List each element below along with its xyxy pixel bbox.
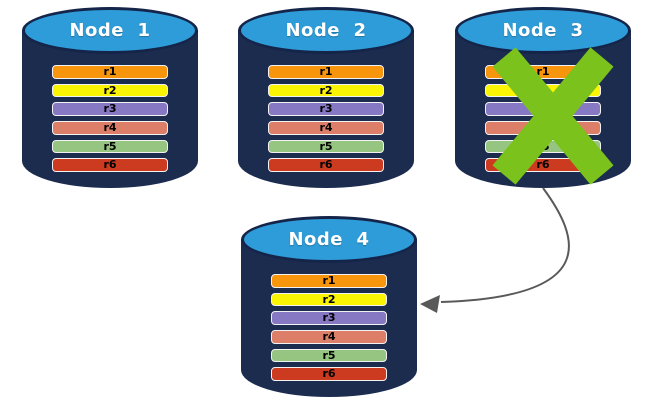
node-4-row-r5: r5 xyxy=(271,348,387,363)
node-4-row-r3: r3 xyxy=(271,311,387,325)
node-2-replica-rows: r1 r2 r3 r4 r5 r6 xyxy=(268,65,384,177)
node-4-title: Node 4 xyxy=(288,229,370,250)
node-1-row-r1: r1 xyxy=(52,65,168,79)
node-4-row-r1: r1 xyxy=(271,274,387,288)
node-1-row-r5: r5 xyxy=(52,139,168,154)
node-3-cylinder-top: Node 3 xyxy=(455,7,631,54)
node-3-title: Node 3 xyxy=(502,20,584,41)
failure-x-icon xyxy=(492,47,614,185)
node-1-row-r2: r2 xyxy=(52,83,168,98)
failover-arrow-line xyxy=(440,187,570,303)
node-2-title: Node 2 xyxy=(285,20,367,41)
node-2-row-r3: r3 xyxy=(268,102,384,116)
node-2-row-r5: r5 xyxy=(268,139,384,154)
node-4-row-r6: r6 xyxy=(271,367,387,381)
node-4-row-r4: r4 xyxy=(271,330,387,344)
node-1: Node 1 r1 r2 r3 r4 r5 r6 xyxy=(22,7,198,188)
node-2-row-r6: r6 xyxy=(268,158,384,172)
node-1-row-r4: r4 xyxy=(52,121,168,135)
node-3: Node 3 r1 r2 r3 r4 r5 r6 xyxy=(455,7,631,188)
node-4: Node 4 r1 r2 r3 r4 r5 r6 xyxy=(241,216,417,397)
node-1-row-r3: r3 xyxy=(52,102,168,116)
node-4-replica-rows: r1 r2 r3 r4 r5 r6 xyxy=(271,274,387,386)
node-2-cylinder-top: Node 2 xyxy=(238,7,414,54)
failover-arrowhead-icon xyxy=(420,295,440,313)
node-2-row-r4: r4 xyxy=(268,121,384,135)
node-4-row-r2: r2 xyxy=(271,292,387,307)
node-4-cylinder-top: Node 4 xyxy=(241,216,417,263)
node-2: Node 2 r1 r2 r3 r4 r5 r6 xyxy=(238,7,414,188)
node-1-row-r6: r6 xyxy=(52,158,168,172)
node-2-row-r2: r2 xyxy=(268,83,384,98)
node-1-title: Node 1 xyxy=(69,20,151,41)
node-2-row-r1: r1 xyxy=(268,65,384,79)
node-1-cylinder-top: Node 1 xyxy=(22,7,198,54)
node-1-replica-rows: r1 r2 r3 r4 r5 r6 xyxy=(52,65,168,177)
